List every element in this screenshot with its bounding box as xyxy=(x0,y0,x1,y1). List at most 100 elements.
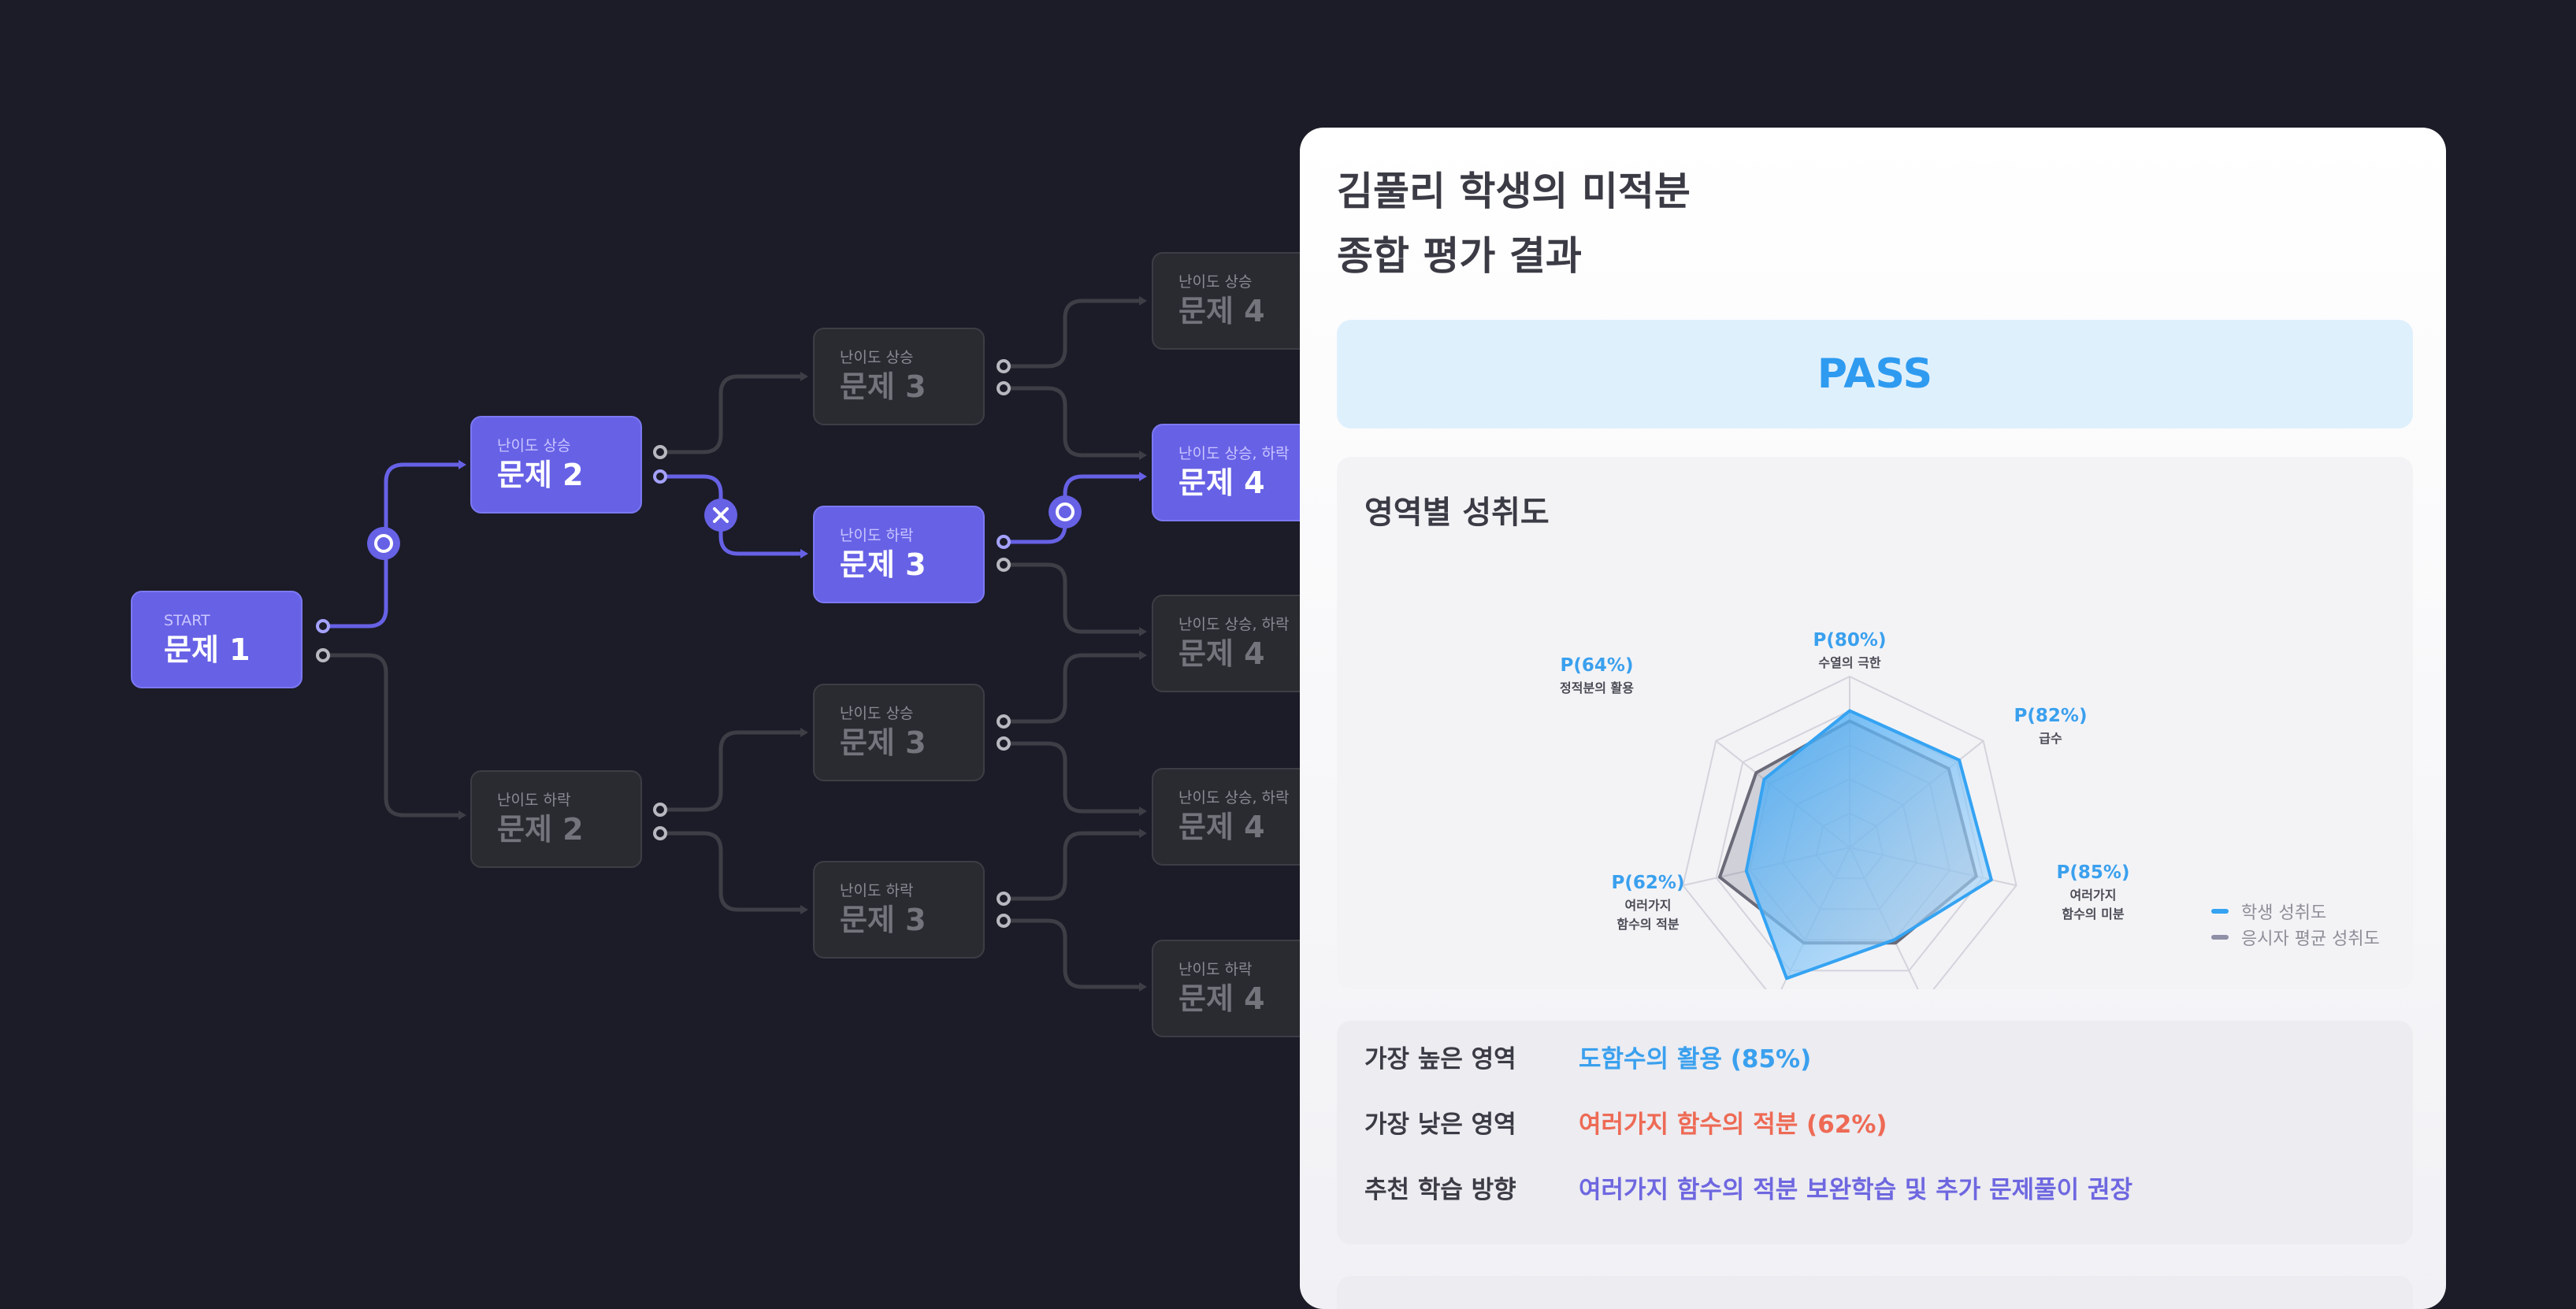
edge-q1-q2b xyxy=(321,653,464,818)
title-line-1: 김풀리 학생의 미적분 xyxy=(1337,169,1691,214)
axis-label: 여러가지 xyxy=(2070,888,2117,903)
axis-value-label: P(85%) xyxy=(2057,862,2130,883)
edge-q3a-q4a xyxy=(1001,299,1145,369)
edge-q2b-q3d xyxy=(658,831,806,912)
edge-q3d-q4d xyxy=(1001,831,1145,901)
port-dot xyxy=(997,736,1011,751)
node-sublabel: 난이도 하락 xyxy=(1179,961,1253,978)
axis-label: 함수의 적분 xyxy=(1616,917,1679,932)
edge-q2b-q3c xyxy=(658,730,806,812)
title-line-2: 종합 평가 결과 xyxy=(1337,233,1582,279)
node-sublabel: 난이도 상승, 하락 xyxy=(1179,445,1290,462)
axis-value-label: P(64%) xyxy=(1561,655,1634,676)
edge-q3b-q4c xyxy=(1001,562,1145,634)
arrow-head xyxy=(458,810,466,820)
axis-label: 수열의 극한 xyxy=(1818,655,1880,670)
summary-key: 가장 높은 영역 xyxy=(1364,1044,1516,1074)
legend-student: 학생 성취도 xyxy=(2211,898,2380,924)
axis-label: 여러가지 xyxy=(1625,898,1672,913)
summary-value: 도함수의 활용 (85%) xyxy=(1579,1044,1812,1074)
summary-row-lowest: 가장 낮은 영역 여러가지 함수의 적분 (62%) xyxy=(1364,1102,1887,1141)
node-title: 문제 4 xyxy=(1179,981,1265,1016)
node-title: 문제 3 xyxy=(840,903,926,937)
correct-o-icon xyxy=(1049,495,1082,528)
axis-value-label: P(82%) xyxy=(2014,706,2088,726)
edge-q3a-q4b xyxy=(1001,386,1145,458)
arrow-head xyxy=(800,905,808,914)
port-dot xyxy=(653,803,667,817)
node-sublabel: 난이도 상승 xyxy=(840,349,914,366)
node-title: 문제 2 xyxy=(497,458,584,492)
node-sublabel: 난이도 하락 xyxy=(840,882,914,899)
arrow-head xyxy=(1139,472,1147,481)
node-sublabel: 난이도 하락 xyxy=(840,527,914,544)
node-sublabel: 난이도 상승, 하락 xyxy=(1179,616,1290,633)
correct-o-icon xyxy=(367,527,400,560)
port-dot xyxy=(653,445,667,459)
legend-swatch xyxy=(2211,934,2229,940)
legend-label: 학생 성취도 xyxy=(2241,903,2327,923)
port-dot xyxy=(997,914,1011,928)
port-dot xyxy=(316,648,330,662)
edge-q3d-q4e xyxy=(1001,918,1145,989)
port-dot xyxy=(997,381,1011,395)
port-dot xyxy=(653,469,667,484)
pass-banner: PASS xyxy=(1337,320,2413,428)
arrow-head xyxy=(1139,296,1147,306)
node-title: 문제 2 xyxy=(497,812,584,847)
port-dot xyxy=(653,826,667,840)
node-sublabel: START xyxy=(164,612,210,629)
radar-title: 영역별 성취도 xyxy=(1364,495,1550,531)
edge-q2a-q3a xyxy=(658,374,806,454)
summary-card: 가장 높은 영역 도함수의 활용 (85%) 가장 낮은 영역 여러가지 함수의… xyxy=(1337,1021,2413,1244)
axis-label: 함수의 미분 xyxy=(2062,907,2124,921)
arrow-head xyxy=(1139,807,1147,816)
node-title: 문제 1 xyxy=(164,632,251,667)
legend-average: 응시자 평균 성취도 xyxy=(2211,924,2380,950)
node-title: 문제 4 xyxy=(1179,636,1265,671)
summary-row-highest: 가장 높은 영역 도함수의 활용 (85%) xyxy=(1364,1036,1811,1076)
flow-node-q1[interactable]: START 문제 1 xyxy=(131,591,303,688)
port-dot xyxy=(997,558,1011,572)
port-dot xyxy=(316,619,330,633)
arrow-head xyxy=(458,460,466,469)
port-dot xyxy=(997,714,1011,729)
edge-q3c-q4d xyxy=(1001,741,1145,814)
port-dot xyxy=(997,535,1011,549)
next-card xyxy=(1337,1276,2413,1309)
node-title: 문제 4 xyxy=(1179,810,1265,844)
arrow-head xyxy=(1139,451,1147,460)
summary-key: 추천 학습 방향 xyxy=(1364,1175,1516,1204)
port-dot xyxy=(997,359,1011,373)
axis-value-label: P(80%) xyxy=(1813,630,1887,651)
summary-key: 가장 낮은 영역 xyxy=(1364,1110,1516,1139)
arrow-head xyxy=(800,372,808,381)
arrow-head xyxy=(1139,651,1147,660)
node-title: 문제 4 xyxy=(1179,294,1265,328)
radar-ring xyxy=(1682,675,2017,989)
arrow-head xyxy=(800,549,808,558)
pass-label: PASS xyxy=(1817,350,1933,398)
node-title: 문제 3 xyxy=(840,725,926,760)
node-sublabel: 난이도 하락 xyxy=(497,792,571,809)
axis-label: 급수 xyxy=(2039,731,2062,746)
summary-row-recommend: 추천 학습 방향 여러가지 함수의 적분 보완학습 및 추가 문제풀이 권장 xyxy=(1364,1167,2132,1207)
series-student xyxy=(1744,709,1993,981)
result-panel: 김풀리 학생의 미적분 종합 평가 결과 PASS 영역별 성취도 P(80%)… xyxy=(1300,128,2446,1309)
node-sublabel: 난이도 상승, 하락 xyxy=(1179,789,1290,807)
legend: 학생 성취도 응시자 평균 성취도 xyxy=(2211,898,2380,950)
arrow-head xyxy=(800,728,808,737)
